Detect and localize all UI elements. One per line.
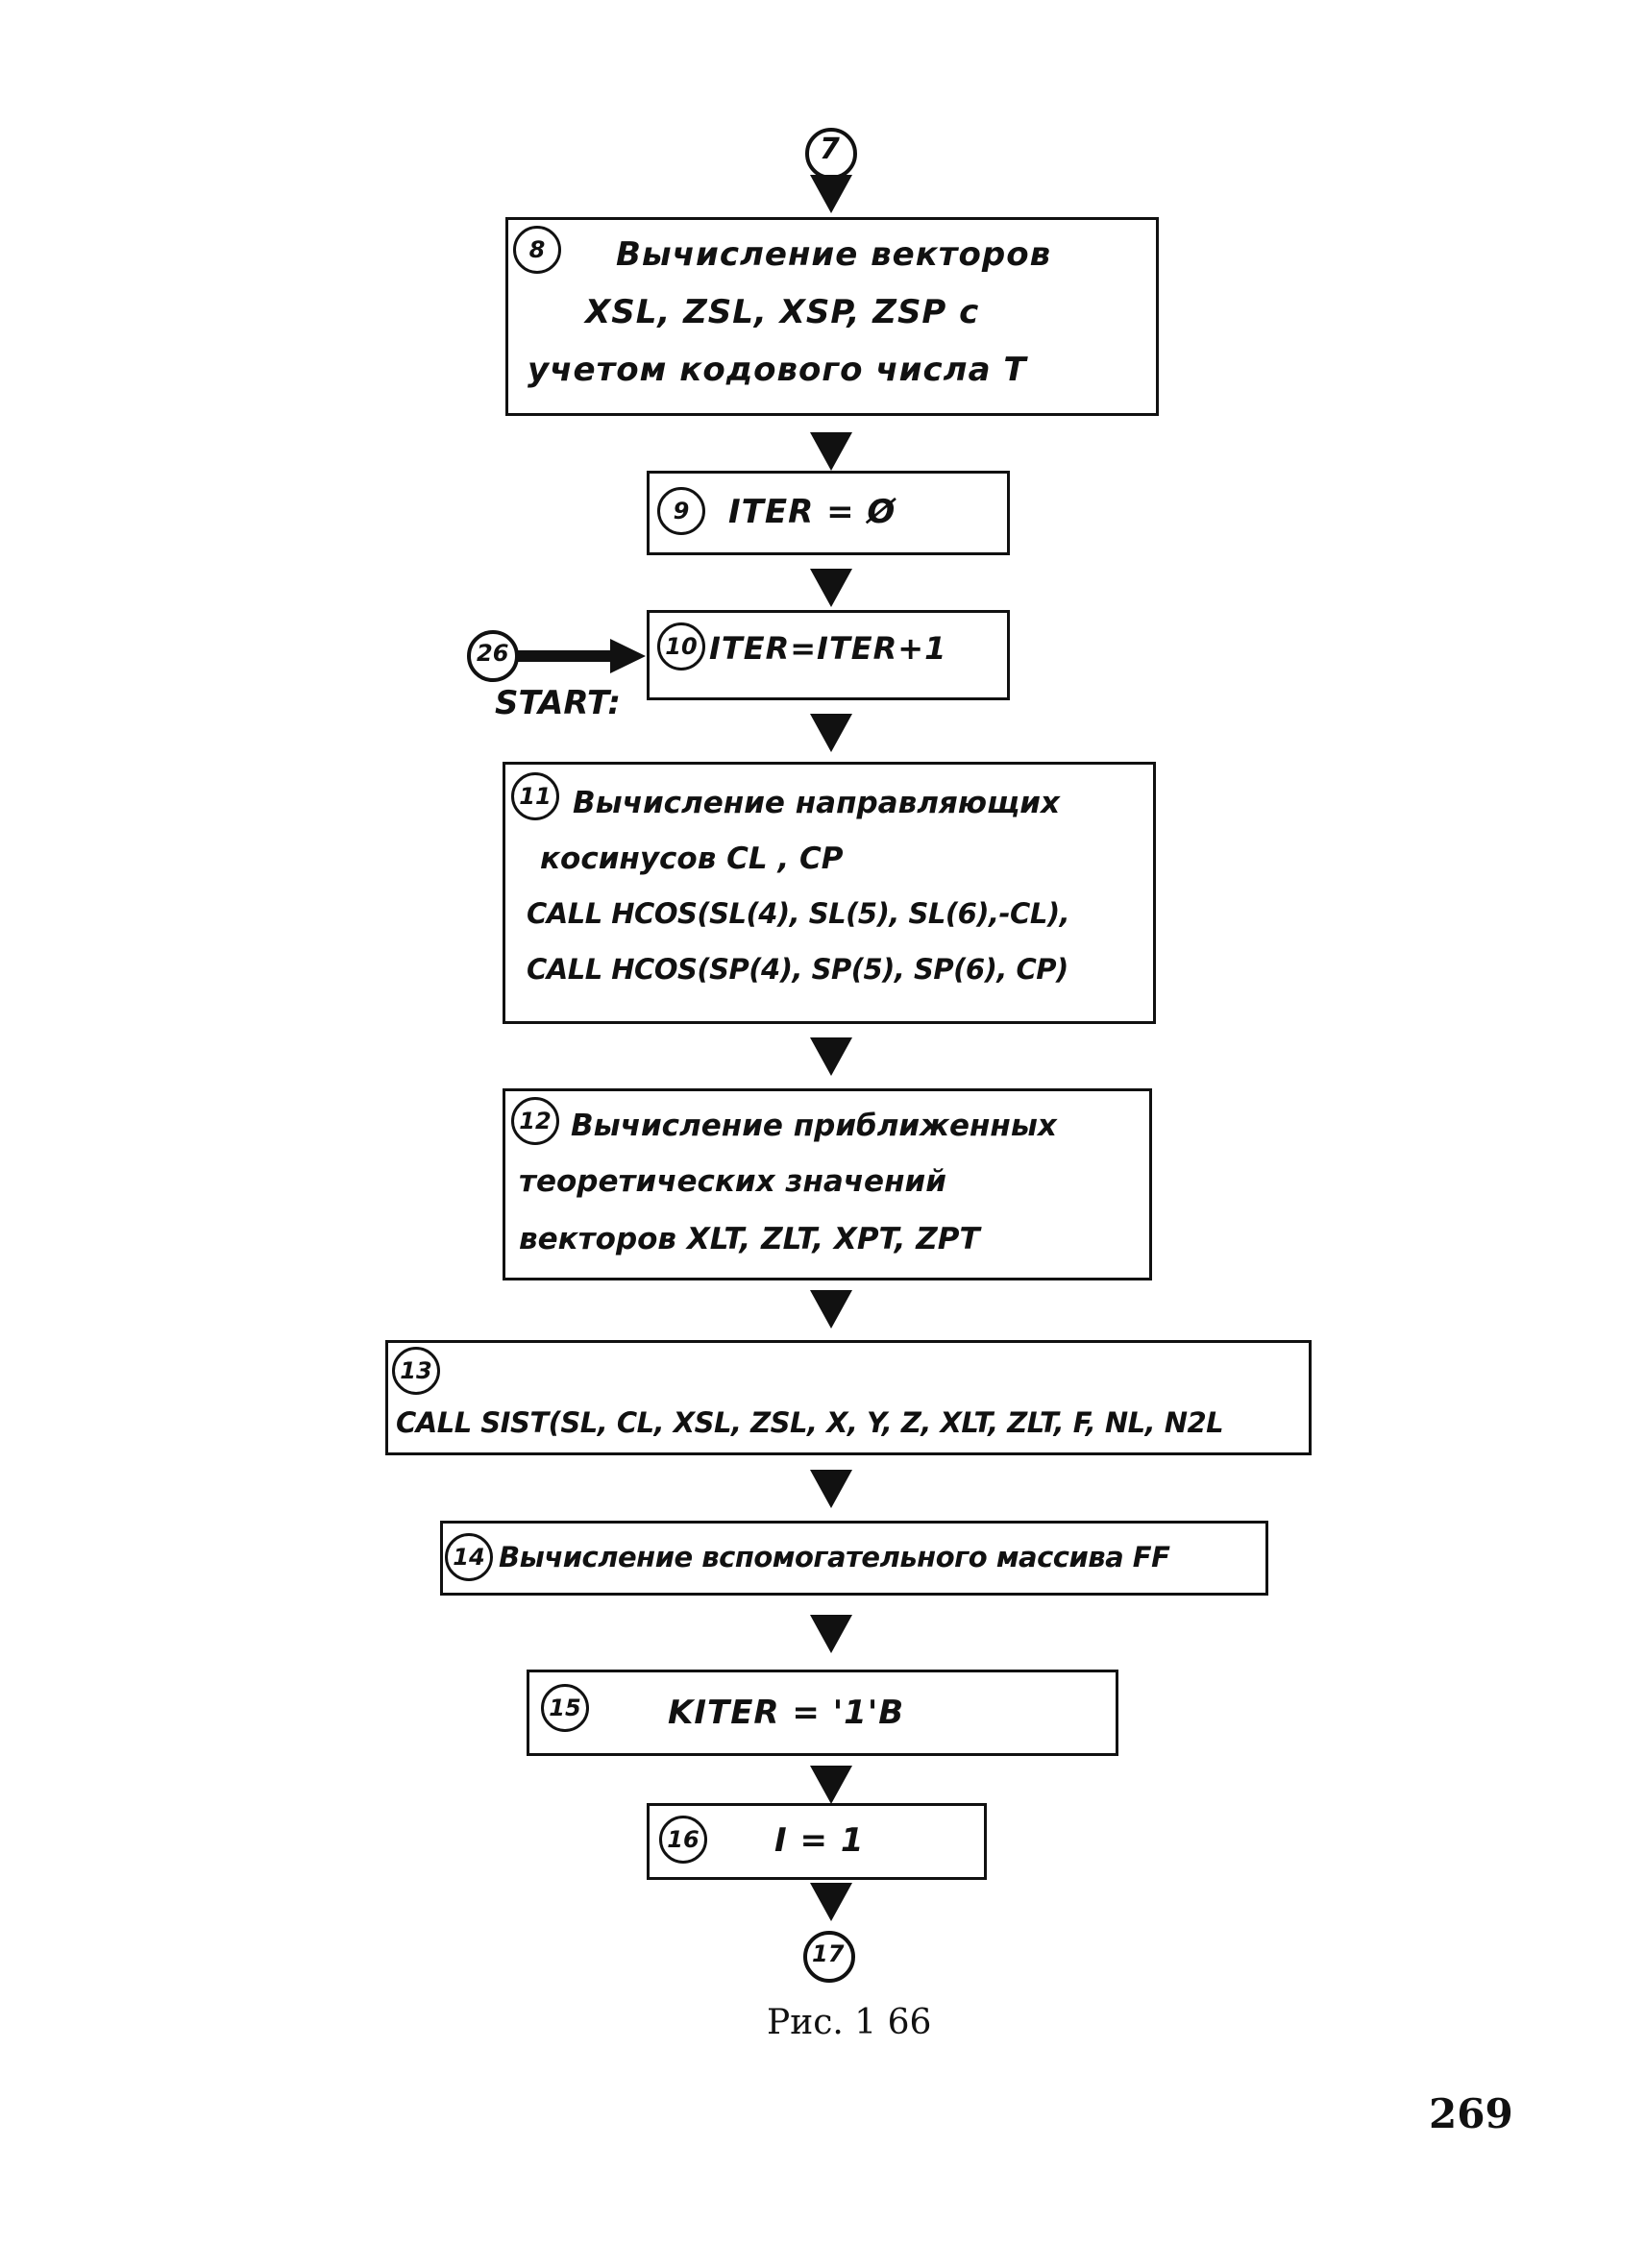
- block-9: 9 ITER = Ø: [647, 471, 1010, 555]
- block-8-line-1: Вычисление векторов: [616, 235, 1052, 274]
- block-8: 8 Вычисление векторов XSL, ZSL, XSP, ZSP…: [505, 217, 1159, 416]
- block-8-line-3: учетом кодового числа T: [528, 351, 1027, 389]
- arrow-14-15: [810, 1615, 852, 1653]
- arrow-13-14: [810, 1470, 852, 1508]
- block-15-line-1: KITER = '1'B: [668, 1694, 905, 1732]
- arrow-10-11: [810, 714, 852, 752]
- block-12-line-3: векторов XLT, ZLT, XPT, ZPT: [519, 1222, 980, 1256]
- start-label: START:: [495, 684, 621, 722]
- block-number-14: 14: [445, 1533, 493, 1581]
- connector-17-label: 17: [812, 1940, 845, 1967]
- connector-17-circle: [803, 1931, 855, 1983]
- connector-26-arrow: [610, 639, 646, 673]
- block-number-15: 15: [541, 1684, 589, 1732]
- block-13-line-1: CALL SIST(SL, CL, XSL, ZSL, X, Y, Z, XLT…: [396, 1406, 1224, 1439]
- page-number: 269: [1429, 2090, 1513, 2137]
- block-11-line-2: косинусов CL , CP: [540, 841, 844, 876]
- block-10: 10 ITER=ITER+1: [647, 610, 1010, 700]
- block-number-11: 11: [511, 772, 559, 820]
- block-number-12: 12: [511, 1097, 559, 1145]
- block-16: 16 I = 1: [647, 1803, 987, 1880]
- block-number-8: 8: [513, 226, 561, 274]
- figure-caption: Рис. 1 66: [767, 2003, 932, 2042]
- arrow-8-9: [810, 432, 852, 471]
- block-10-line-1: ITER=ITER+1: [709, 630, 947, 667]
- block-11-line-1: Вычисление направляющих: [573, 786, 1060, 820]
- block-number-9: 9: [657, 487, 705, 535]
- block-9-line-1: ITER = Ø: [728, 493, 896, 531]
- block-12-line-2: теоретических значений: [519, 1164, 946, 1199]
- block-12-line-1: Вычисление приближенных: [571, 1109, 1057, 1143]
- block-16-line-1: I = 1: [774, 1821, 865, 1860]
- block-15: 15 KITER = '1'B: [527, 1670, 1118, 1756]
- arrow-15-16: [810, 1766, 852, 1804]
- arrow-12-13: [810, 1290, 852, 1329]
- block-8-line-2: XSL, ZSL, XSP, ZSP с: [585, 293, 980, 331]
- block-11-line-4: CALL HCOS(SP(4), SP(5), SP(6), CP): [527, 953, 1068, 986]
- block-12: 12 Вычисление приближенных теоретических…: [503, 1088, 1152, 1280]
- block-number-16: 16: [659, 1816, 707, 1864]
- arrow-9-10: [810, 569, 852, 607]
- block-13: 13 CALL SIST(SL, CL, XSL, ZSL, X, Y, Z, …: [385, 1340, 1312, 1455]
- block-11: 11 Вычисление направляющих косинусов CL …: [503, 762, 1156, 1024]
- connector-7-arrow: [810, 175, 852, 213]
- arrow-11-12: [810, 1037, 852, 1076]
- connector-7-label: 7: [820, 133, 840, 166]
- block-14-line-1: Вычисление вспомогательного массива FF: [499, 1541, 1170, 1573]
- block-number-10: 10: [657, 622, 705, 671]
- block-number-13: 13: [392, 1347, 440, 1395]
- connector-26-label: 26: [477, 640, 509, 667]
- arrow-16-17: [810, 1883, 852, 1921]
- block-11-line-3: CALL HCOS(SL(4), SL(5), SL(6),-CL),: [527, 897, 1070, 930]
- block-14: 14 Вычисление вспомогательного массива F…: [440, 1521, 1268, 1596]
